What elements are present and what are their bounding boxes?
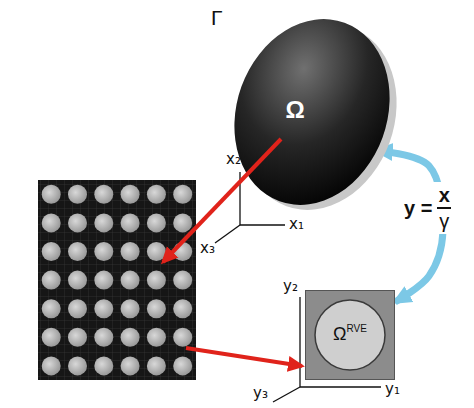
inclusion-dot bbox=[68, 185, 87, 204]
axis-line bbox=[215, 225, 240, 243]
inclusion-dot bbox=[94, 213, 113, 232]
inclusion-dot bbox=[42, 185, 61, 204]
inclusion-dot bbox=[147, 356, 166, 375]
inclusion-dot bbox=[68, 242, 87, 261]
inclusion-dot bbox=[94, 185, 113, 204]
axis-label: x₂ bbox=[226, 151, 241, 168]
domain-label: Ω bbox=[285, 97, 304, 123]
microstructure-panel bbox=[38, 180, 196, 380]
axis-label: y₁ bbox=[385, 381, 400, 398]
inclusion-array bbox=[42, 185, 193, 376]
inclusion-dot bbox=[147, 213, 166, 232]
inclusion-dot bbox=[147, 185, 166, 204]
inclusion-dot bbox=[121, 185, 140, 204]
inclusion-dot bbox=[42, 271, 61, 290]
axis-line bbox=[300, 386, 381, 387]
inclusion-dot bbox=[42, 328, 61, 347]
rve-superscript: RVE bbox=[347, 323, 367, 334]
inclusion-dot bbox=[68, 356, 87, 375]
axis-line bbox=[240, 224, 285, 225]
inclusion-dot bbox=[42, 242, 61, 261]
zoom-arrow bbox=[186, 348, 302, 366]
inclusion-dot bbox=[121, 242, 140, 261]
inclusion-circle bbox=[315, 300, 385, 370]
label-group: ΩRVE bbox=[306, 291, 394, 379]
equation-denominator: γ bbox=[439, 210, 449, 232]
axis-label: x₁ bbox=[289, 216, 304, 233]
equation-lhs: y = bbox=[404, 197, 432, 219]
inclusion-dot bbox=[173, 328, 192, 347]
inclusion-dot bbox=[42, 213, 61, 232]
fraction: xγ bbox=[437, 184, 451, 232]
inclusion-dot bbox=[42, 356, 61, 375]
axis-label: y₃ bbox=[253, 385, 268, 402]
inclusion-dot bbox=[173, 185, 192, 204]
rve-cell: ΩRVE bbox=[305, 290, 395, 380]
inclusion-dot bbox=[173, 271, 192, 290]
inclusion-dot bbox=[94, 356, 113, 375]
macro-body: ΓΩ bbox=[225, 10, 400, 215]
axis-label: y₂ bbox=[283, 278, 298, 295]
microstructure-texture bbox=[38, 180, 196, 380]
inclusion-dot bbox=[173, 213, 192, 232]
zoom-arrow bbox=[163, 139, 281, 262]
inclusion-dot bbox=[68, 271, 87, 290]
inclusion-dot bbox=[121, 356, 140, 375]
inclusion-dot bbox=[121, 328, 140, 347]
inclusion-dot bbox=[68, 299, 87, 318]
inclusion-dot bbox=[94, 271, 113, 290]
body-outline bbox=[225, 10, 400, 215]
axis-line bbox=[239, 172, 240, 225]
inclusion-dot bbox=[147, 328, 166, 347]
body-ellipse bbox=[209, 0, 415, 227]
equation-patch: y =xγ bbox=[400, 182, 455, 234]
inclusion-dot bbox=[173, 356, 192, 375]
inclusion-dot bbox=[68, 213, 87, 232]
inclusion-dot bbox=[121, 271, 140, 290]
equation-numerator: x bbox=[439, 184, 450, 206]
inclusion-dot bbox=[173, 242, 192, 261]
inclusion-dot bbox=[94, 328, 113, 347]
inclusion-dot bbox=[94, 299, 113, 318]
fraction-bar bbox=[437, 207, 451, 209]
inclusion-dot bbox=[147, 242, 166, 261]
inclusion-dot bbox=[121, 299, 140, 318]
inclusion-dot bbox=[68, 328, 87, 347]
rve-domain-label: Ω bbox=[333, 325, 346, 345]
inclusion-dot bbox=[147, 271, 166, 290]
axis-line bbox=[273, 387, 300, 402]
inclusion-dot bbox=[173, 299, 192, 318]
rve-outline bbox=[306, 291, 394, 379]
boundary-label: Γ bbox=[211, 6, 223, 29]
axis-label: x₃ bbox=[200, 240, 215, 257]
inclusion-dot bbox=[121, 213, 140, 232]
inclusion-dot bbox=[147, 299, 166, 318]
inclusion-dot bbox=[42, 299, 61, 318]
axis-line bbox=[299, 297, 300, 387]
inclusion-dot bbox=[94, 242, 113, 261]
